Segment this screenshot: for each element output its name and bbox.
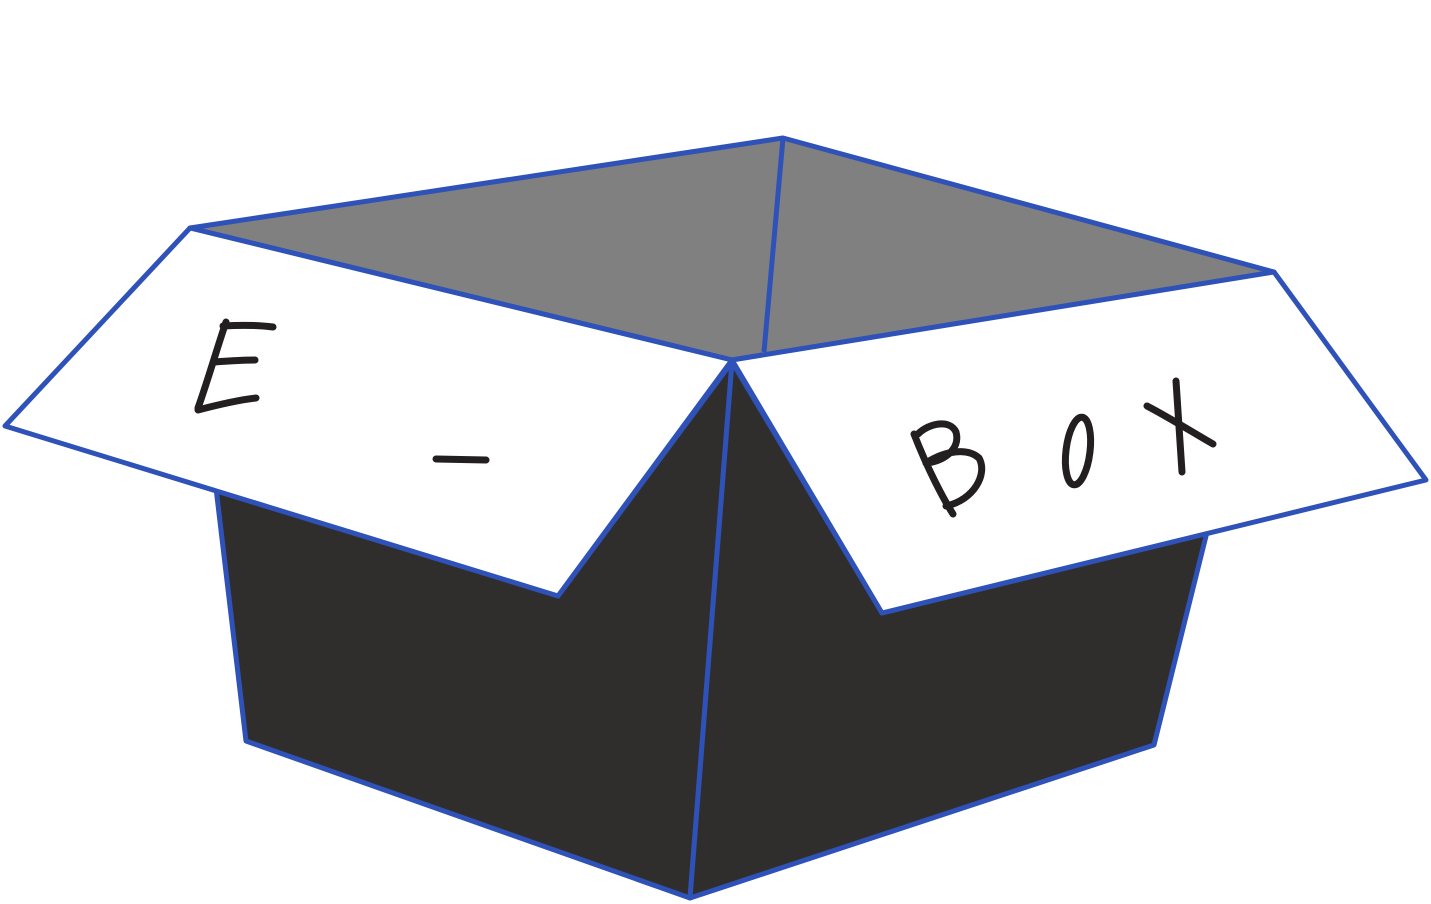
right-flap: [729, 269, 1429, 616]
letter-b-glyph: [910, 420, 986, 518]
letter-x-glyph: [1143, 377, 1217, 476]
letter-e-glyph: [194, 318, 277, 414]
left-flap: [2, 225, 735, 599]
letter-dash-glyph: [432, 455, 490, 464]
letter-o-glyph: [1061, 413, 1095, 489]
box-flaps: [2, 225, 1429, 616]
box-interior-fold: [761, 137, 786, 353]
logo-lettering: [194, 318, 1217, 518]
